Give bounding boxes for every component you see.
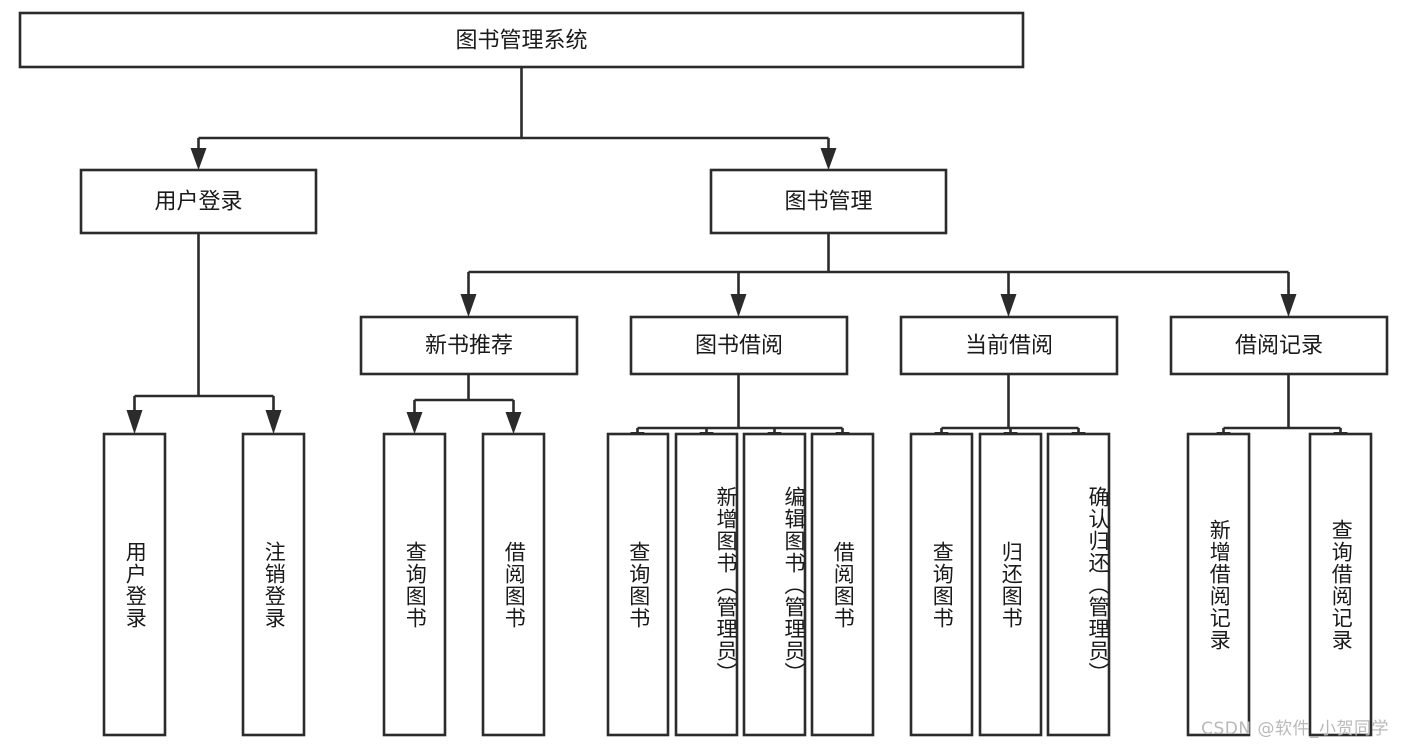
node-leaf-borrow-book-1[interactable]: [481, 432, 546, 737]
node-book-management[interactable]: [709, 168, 948, 235]
node-leaf-user-login[interactable]: [102, 432, 167, 737]
node-leaf-edit-book[interactable]: [742, 432, 807, 737]
arrowhead-leaf-user-logout: [265, 410, 282, 434]
arrowhead-book-borrow: [730, 294, 747, 317]
node-leaf-query-book-2[interactable]: [606, 432, 670, 737]
node-new-book-recommend-label: 新书推荐: [425, 334, 513, 359]
node-leaf-return-book[interactable]: [978, 432, 1043, 737]
arrowhead-new-book: [460, 294, 477, 317]
node-book-borrow-label: 图书借阅: [695, 334, 783, 359]
node-new-book-recommend[interactable]: [359, 315, 579, 376]
node-current-borrow[interactable]: [899, 315, 1119, 376]
connector-group-book-management: [460, 233, 1297, 317]
arrowhead-leaf-user-login: [126, 410, 143, 434]
node-user-login[interactable]: [79, 168, 318, 235]
arrowhead-leaf-query-book-1: [406, 412, 423, 434]
node-current-borrow-label: 当前借阅: [965, 334, 1053, 359]
arrowhead-borrow-record: [1280, 294, 1297, 317]
node-leaf-user-logout[interactable]: [241, 432, 306, 737]
connector-group-new-book: [406, 374, 522, 434]
node-leaf-borrow-book-2[interactable]: [810, 432, 875, 737]
node-leaf-add-book[interactable]: [674, 432, 739, 737]
csdn-watermark: CSDN @软件_小贺同学: [1201, 719, 1389, 739]
arrowhead-leaf-borrow-book-1: [505, 412, 522, 434]
node-root-label: 图书管理系统: [455, 29, 587, 54]
node-borrow-record-label: 借阅记录: [1235, 334, 1323, 359]
node-book-borrow[interactable]: [629, 315, 849, 376]
node-leaf-query-book-3[interactable]: [909, 432, 974, 737]
connector-group-root: [190, 67, 837, 170]
connector-group-user-login: [126, 233, 282, 434]
node-leaf-query-book-1[interactable]: [382, 432, 447, 737]
node-root[interactable]: [18, 11, 1025, 69]
arrowhead-user-login: [190, 148, 207, 170]
arrowhead-book-management: [820, 148, 837, 170]
arrowhead-current-borrow: [1000, 294, 1017, 317]
node-borrow-record[interactable]: [1169, 315, 1389, 376]
node-leaf-confirm-return[interactable]: [1046, 432, 1111, 737]
node-book-management-label: 图书管理: [784, 190, 872, 215]
node-user-login-label: 用户登录: [154, 190, 242, 215]
node-leaf-query-record[interactable]: [1308, 432, 1373, 737]
node-leaf-add-record[interactable]: [1186, 432, 1251, 737]
